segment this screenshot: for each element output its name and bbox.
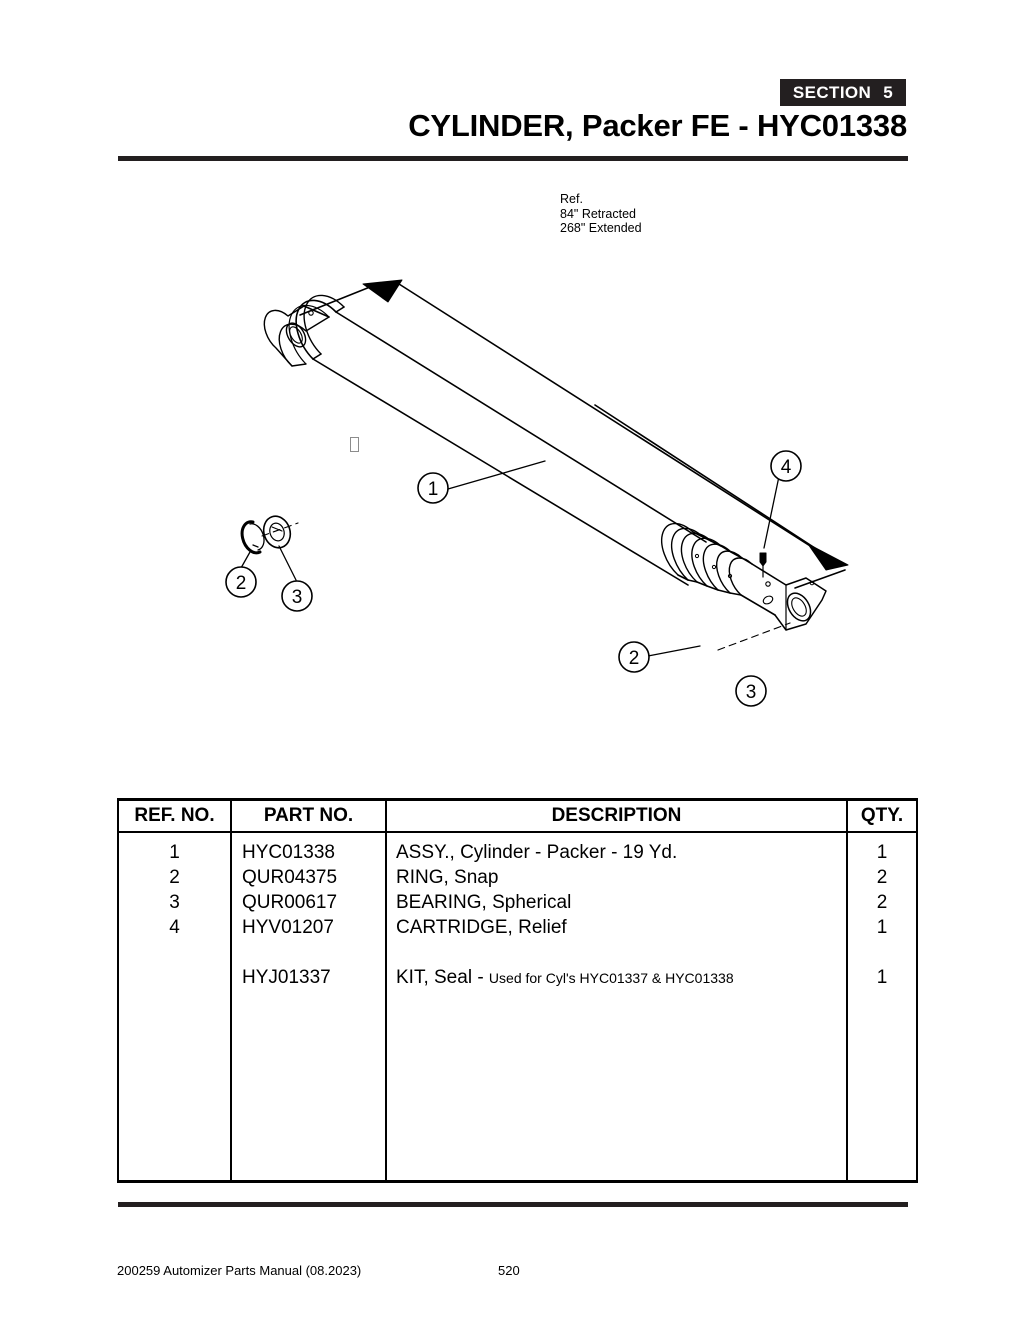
callout-4: 4 bbox=[770, 450, 802, 482]
qty-value: 2 bbox=[876, 892, 888, 913]
header-underline-cell-1 bbox=[117, 831, 232, 836]
section-badge-number: 5 bbox=[883, 83, 894, 102]
ref-note-line-1: Ref. bbox=[560, 192, 583, 206]
header-underline-cell-3 bbox=[385, 831, 848, 836]
spherical-bearing-upper bbox=[262, 515, 292, 549]
callout-1-label: 1 bbox=[428, 479, 439, 500]
missing-glyph-box bbox=[350, 437, 359, 452]
qty-value: 2 bbox=[876, 867, 888, 888]
ref-no-list: 1 2 3 4 bbox=[119, 836, 230, 990]
footer-document-label: 200259 Automizer Parts Manual (08.2023) bbox=[117, 1263, 362, 1278]
description-value-kit: KIT, Seal - Used for Cyl's HYC01337 & HY… bbox=[387, 965, 846, 990]
callout-2-upper-label: 2 bbox=[236, 573, 247, 594]
description-value: BEARING, Spherical bbox=[396, 892, 572, 913]
centerline-upper bbox=[261, 522, 299, 537]
qty-value: 1 bbox=[876, 842, 888, 863]
parts-table: REF. NO. PART NO. DESCRIPTION QTY. 1 2 bbox=[117, 798, 918, 1183]
rod-head-block bbox=[740, 563, 827, 631]
description-list: ASSY., Cylinder - Packer - 19 Yd. RING, … bbox=[387, 836, 846, 990]
snap-ring-upper bbox=[240, 520, 265, 555]
callout-3-upper: 3 bbox=[281, 580, 313, 612]
callout-4-label: 4 bbox=[781, 457, 792, 478]
parts-table-body-row: 1 2 3 4 HYC01338 QUR04375 QUR00617 HYV01… bbox=[117, 836, 918, 1183]
ref-no-value bbox=[119, 965, 230, 990]
parts-table-header-underline bbox=[117, 831, 918, 836]
centerline-lower bbox=[717, 622, 791, 651]
relief-cartridge bbox=[759, 552, 767, 578]
cell-part-no-column: HYC01338 QUR04375 QUR00617 HYV01207 HYJ0… bbox=[230, 836, 387, 1183]
overall-length-arrow-lower bbox=[594, 404, 849, 589]
ref-no-value: 1 bbox=[169, 842, 180, 863]
overall-length-arrow-upper bbox=[299, 279, 841, 566]
description-kit-note: Used for Cyl's HYC01337 & HYC01338 bbox=[488, 970, 734, 986]
callout-1: 1 bbox=[417, 472, 449, 504]
header-underline-cell-2 bbox=[230, 831, 387, 836]
description-value: CARTRIDGE, Relief bbox=[396, 917, 567, 938]
callout-3-upper-label: 3 bbox=[292, 587, 303, 608]
callout-2-lower-label: 2 bbox=[629, 648, 640, 669]
section-badge: SECTION 5 bbox=[780, 79, 906, 106]
cell-ref-no-column: 1 2 3 4 bbox=[117, 836, 232, 1183]
section-badge-label: SECTION bbox=[792, 83, 872, 102]
parts-table-container: REF. NO. PART NO. DESCRIPTION QTY. 1 2 bbox=[117, 798, 918, 1183]
footer-page-number: 520 bbox=[498, 1263, 520, 1278]
qty-value: 1 bbox=[876, 967, 888, 988]
cell-qty-column: 1 2 2 1 1 bbox=[846, 836, 918, 1183]
cylinder-barrel bbox=[288, 294, 707, 586]
part-no-list: HYC01338 QUR04375 QUR00617 HYV01207 HYJ0… bbox=[232, 836, 385, 990]
qty-spacer bbox=[848, 940, 916, 965]
exploded-view-diagram: 2 3 1 4 2 3 bbox=[0, 180, 1024, 780]
part-no-value: QUR04375 bbox=[242, 867, 338, 888]
header-divider-rule bbox=[118, 156, 908, 161]
callout-3-lower-label: 3 bbox=[746, 682, 757, 703]
description-kit-main: KIT, Seal - bbox=[396, 967, 489, 988]
qty-list: 1 2 2 1 1 bbox=[848, 836, 916, 990]
leader-lines bbox=[240, 460, 783, 657]
part-no-value: QUR00617 bbox=[242, 892, 338, 913]
page-title: CYLINDER, Packer FE - HYC01338 bbox=[408, 108, 907, 143]
callout-2-lower: 2 bbox=[618, 641, 650, 673]
callout-2-upper: 2 bbox=[225, 566, 257, 598]
column-header-description: DESCRIPTION bbox=[385, 798, 848, 833]
gland-seal-stack bbox=[660, 522, 753, 596]
description-value: ASSY., Cylinder - Packer - 19 Yd. bbox=[396, 842, 678, 863]
description-spacer bbox=[387, 940, 846, 965]
column-header-qty: QTY. bbox=[846, 798, 918, 833]
cylinder-assembly-drawing: 2 3 1 4 2 3 bbox=[225, 279, 849, 707]
parts-table-head: REF. NO. PART NO. DESCRIPTION QTY. bbox=[117, 798, 918, 836]
part-no-value: HYJ01337 bbox=[242, 967, 331, 988]
cell-description-column: ASSY., Cylinder - Packer - 19 Yd. RING, … bbox=[385, 836, 848, 1183]
reference-length-note: Ref. 84" Retracted 268" Extended bbox=[560, 192, 642, 236]
part-no-value: HYC01338 bbox=[242, 842, 335, 863]
description-value: RING, Snap bbox=[396, 867, 499, 888]
footer-divider-rule bbox=[118, 1202, 908, 1207]
ref-no-value: 4 bbox=[169, 917, 180, 938]
header-underline-cell-4 bbox=[846, 831, 918, 836]
parts-table-header-row: REF. NO. PART NO. DESCRIPTION QTY. bbox=[117, 798, 918, 833]
parts-table-body: 1 2 3 4 HYC01338 QUR04375 QUR00617 HYV01… bbox=[117, 836, 918, 1183]
ref-note-line-3: 268" Extended bbox=[560, 221, 642, 235]
callout-3-lower: 3 bbox=[735, 675, 767, 707]
ref-no-value: 2 bbox=[169, 867, 180, 888]
column-header-part-no: PART NO. bbox=[230, 798, 387, 833]
part-no-spacer bbox=[232, 940, 385, 965]
qty-value: 1 bbox=[876, 917, 888, 938]
column-header-ref-no: REF. NO. bbox=[117, 798, 232, 833]
part-no-value: HYV01207 bbox=[242, 917, 334, 938]
ref-note-line-2: 84" Retracted bbox=[560, 206, 637, 221]
ref-no-spacer bbox=[119, 940, 230, 965]
rod-eye-upper bbox=[263, 305, 330, 367]
callout-bubbles: 2 3 1 4 2 3 bbox=[225, 450, 802, 707]
ref-no-value: 3 bbox=[169, 892, 180, 913]
